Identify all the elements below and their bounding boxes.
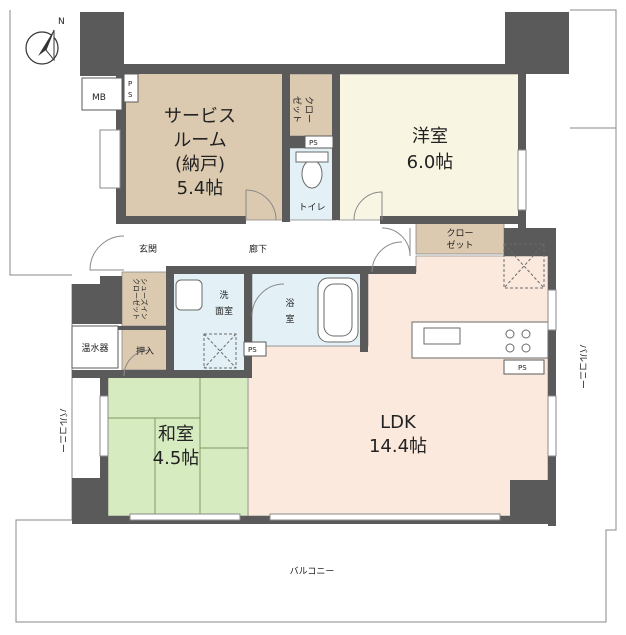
closet-ldk-line1: クロー <box>446 228 473 239</box>
service-room-line1: サービス <box>164 106 236 127</box>
bathroom-line1: 浴 <box>285 298 294 309</box>
closet-upper-line2: ゼット <box>291 96 303 123</box>
bathroom-line2: 室 <box>285 313 294 325</box>
closet-ldk-line2: ゼット <box>446 239 473 251</box>
service-room <box>123 69 289 221</box>
ps-top-label-p: P <box>128 80 132 88</box>
washroom-line2: 面室 <box>215 305 233 317</box>
japanese-room-name: 和室 <box>158 424 194 445</box>
fixtures <box>175 151 359 369</box>
windows <box>99 129 557 521</box>
closet-ldk <box>415 221 505 255</box>
balcony-left-label: バルコニー <box>57 408 68 453</box>
balcony-right-label: バルコニー <box>577 344 588 389</box>
service-room-line2: ルーム <box>173 130 226 151</box>
ps-box-top <box>123 73 139 103</box>
western-room-name: 洋室 <box>412 126 448 147</box>
kitchen-counter <box>411 243 549 359</box>
ps-toilet-label: PS <box>309 139 318 147</box>
ps-kitchen-label: PS <box>518 364 527 372</box>
entrance-label: 玄関 <box>139 243 157 255</box>
service-room-line3: (納戸) <box>175 154 225 175</box>
japanese-room <box>107 373 249 517</box>
mb-box <box>81 77 123 111</box>
north-label: N <box>58 17 65 27</box>
ldk-size: 14.4帖 <box>369 436 427 457</box>
shoes-closet-line1: シューズイン <box>140 278 149 320</box>
service-room-size: 5.4帖 <box>177 178 224 199</box>
hallway-label: 廊下 <box>249 243 267 255</box>
toilet-label: トイレ <box>298 203 325 213</box>
water-heater-label: 温水器 <box>81 342 108 354</box>
ps-box-toilet <box>304 135 334 149</box>
tatami-lines <box>108 374 248 516</box>
mb-label: MB <box>92 93 106 103</box>
ps-box-wash <box>243 341 267 357</box>
western-room-size: 6.0帖 <box>407 152 454 173</box>
north-arrow-icon: N <box>25 17 65 65</box>
door-swings <box>89 189 411 377</box>
balcony-bottom-label: バルコニー <box>290 566 335 577</box>
oshiire-label: 押入 <box>136 345 154 357</box>
ldk-name: LDK <box>380 412 417 433</box>
shoes-closet-line2: クローゼット <box>132 278 141 320</box>
washroom-line1: 洗 <box>219 289 228 301</box>
water-heater-box <box>71 325 119 369</box>
ps-top-label-s: S <box>128 91 133 99</box>
ps-box-kitchen <box>503 359 545 375</box>
japanese-room-size: 4.5帖 <box>153 448 200 469</box>
ps-wash-label: PS <box>248 346 257 354</box>
closet-upper-line1: クロー <box>303 96 314 123</box>
